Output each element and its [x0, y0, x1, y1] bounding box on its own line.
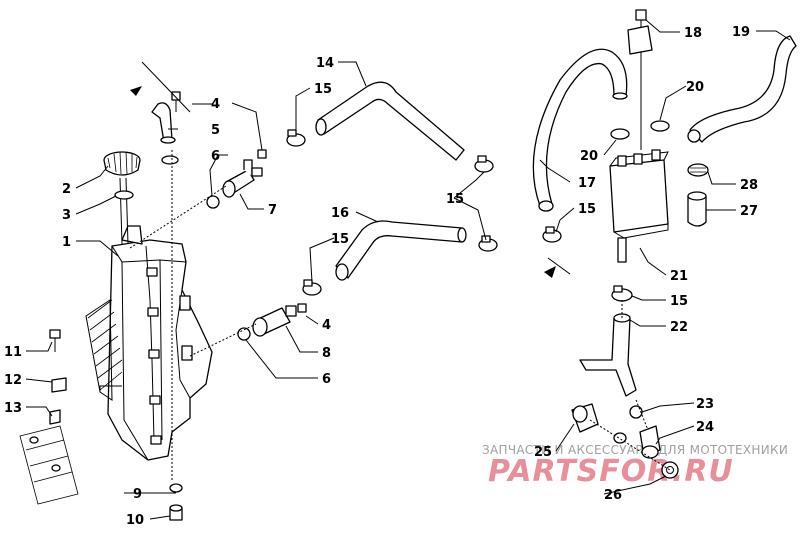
bolt-small-upper	[257, 149, 267, 159]
callout-15-e: 15	[670, 294, 688, 309]
fastener-18	[627, 9, 653, 150]
watermark-brand: PARTSFOR.RU	[488, 454, 734, 489]
callout-15-a: 15	[314, 82, 332, 97]
hose-22	[579, 313, 637, 397]
callout-22: 22	[670, 320, 688, 335]
leader-lines	[25, 19, 791, 520]
clamp-28	[687, 163, 709, 177]
callout-5: 5	[211, 123, 220, 138]
hose-clamp-b	[474, 155, 494, 173]
nut-13	[49, 409, 61, 425]
hose-clamp-e	[542, 226, 562, 243]
tee-fitting-upper	[222, 159, 263, 198]
filter-27	[687, 191, 707, 227]
fitting-24	[639, 425, 661, 459]
fitting-25	[571, 403, 627, 444]
callout-8: 8	[322, 346, 331, 361]
grommet-20a	[610, 128, 630, 140]
callout-20-left: 20	[580, 149, 598, 164]
callout-9: 9	[133, 487, 142, 502]
assembly-axis-lines	[129, 150, 671, 480]
oil-reservoir	[609, 149, 669, 263]
oil-cap	[103, 151, 141, 245]
callout-15-d: 15	[578, 202, 596, 217]
washer-26	[661, 461, 679, 479]
callout-15-b: 15	[446, 192, 464, 207]
callout-1: 1	[62, 235, 71, 250]
callout-13: 13	[4, 401, 22, 416]
o-ring-mid	[206, 195, 220, 209]
callout-14: 14	[316, 56, 334, 71]
callout-24: 24	[696, 420, 714, 435]
grommet-20b	[650, 120, 670, 132]
callout-26: 26	[604, 488, 622, 503]
callout-18: 18	[684, 26, 702, 41]
callout-6-lower: 6	[322, 372, 331, 387]
mount-frame	[19, 425, 79, 505]
washer-9	[169, 483, 183, 493]
washer-23	[629, 405, 643, 419]
callout-20-right: 20	[686, 80, 704, 95]
hose-clamp-f	[611, 285, 633, 302]
bolt-upper	[171, 91, 181, 112]
callout-16: 16	[331, 206, 349, 221]
callout-21: 21	[670, 269, 688, 284]
bracket-12	[51, 377, 67, 393]
callout-25: 25	[534, 445, 552, 460]
callout-11: 11	[4, 345, 22, 360]
o-ring-upper	[161, 155, 179, 165]
callout-17: 17	[578, 176, 596, 191]
callout-4-upper: 4	[211, 97, 220, 112]
oil-tank	[85, 225, 213, 461]
callout-7: 7	[268, 203, 277, 218]
direction-arrow-right	[544, 257, 571, 278]
hose-clamp-a	[286, 129, 306, 147]
hose-19	[687, 35, 797, 143]
bolt-11	[49, 329, 61, 352]
callout-23: 23	[696, 397, 714, 412]
callout-12: 12	[4, 373, 22, 388]
callout-15-c: 15	[331, 232, 349, 247]
hose-17	[532, 48, 628, 212]
watermark: ЗАПЧАСТИ И АКСЕССУАРЫ ДЛЯ МОТОТЕХНИКИ PA…	[482, 443, 788, 489]
direction-arrow-left	[130, 61, 191, 113]
plug-10	[169, 504, 183, 521]
callout-2: 2	[62, 182, 71, 197]
tee-fitting-lower	[252, 303, 307, 337]
hose-clamp-c	[302, 279, 322, 296]
callout-10: 10	[126, 513, 144, 528]
hose-clamp-d	[478, 235, 498, 252]
callout-6-upper: 6	[211, 149, 220, 164]
callout-numbers: 1 2 3 4 4 5 6 6 7 8 9 10 11 12 13 14 15 …	[4, 25, 758, 528]
callout-19: 19	[732, 25, 750, 40]
callout-28: 28	[740, 178, 758, 193]
elbow-fitting	[151, 102, 176, 144]
callout-27: 27	[740, 204, 758, 219]
cap-gasket	[114, 190, 134, 200]
callout-3: 3	[62, 208, 71, 223]
callout-4-lower: 4	[322, 318, 331, 333]
hose-14	[315, 81, 465, 161]
hose-16	[335, 220, 467, 281]
